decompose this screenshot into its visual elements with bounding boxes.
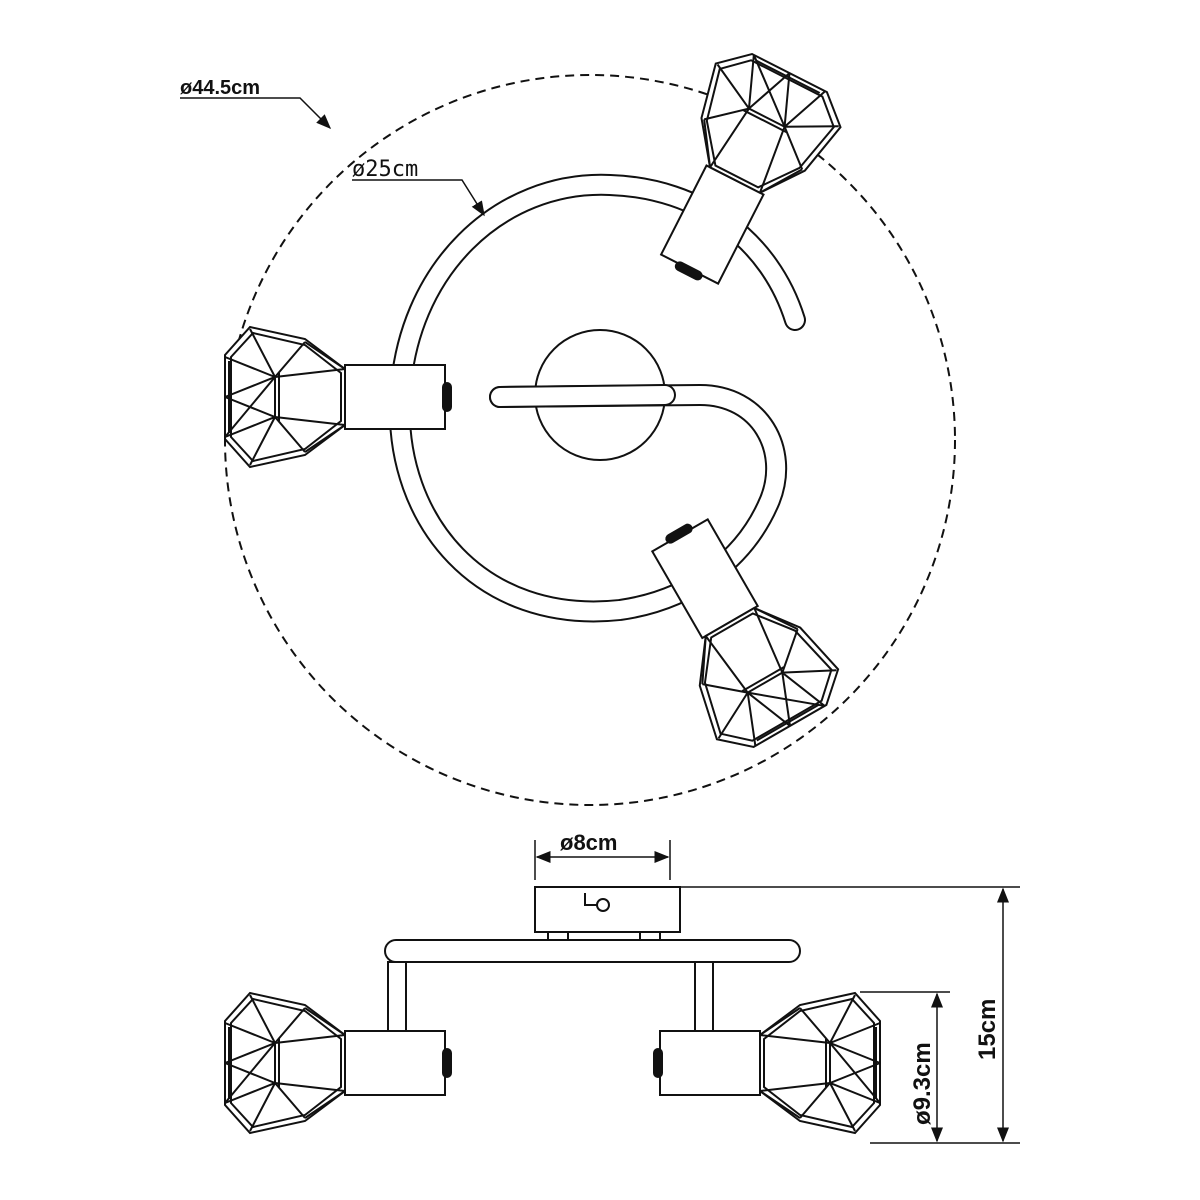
spiral-arm: [388, 173, 806, 623]
spotlight-left-side: [224, 992, 452, 1134]
arm-diameter-dimension: ø25cm: [352, 157, 485, 217]
height-label: 15cm: [974, 999, 1001, 1060]
height-dimension: 15cm: [680, 886, 1020, 1144]
shade-diameter-label: ø9.3cm: [909, 1042, 936, 1125]
shade-diameter-dimension: ø9.3cm: [860, 991, 950, 1143]
arm-diameter-label: ø25cm: [352, 157, 418, 182]
canopy-diameter-label: ø8cm: [560, 830, 617, 855]
spotlight-bottom-right: [615, 494, 852, 762]
canopy-side-view: [534, 886, 681, 941]
canopy-diameter-dimension: ø8cm: [534, 830, 671, 880]
outer-diameter-label: ø44.5cm: [180, 77, 260, 99]
spotlight-right-side: [653, 992, 881, 1134]
outer-diameter-dimension: ø44.5cm: [180, 77, 332, 130]
arm-bar-side-view: [384, 939, 801, 1033]
